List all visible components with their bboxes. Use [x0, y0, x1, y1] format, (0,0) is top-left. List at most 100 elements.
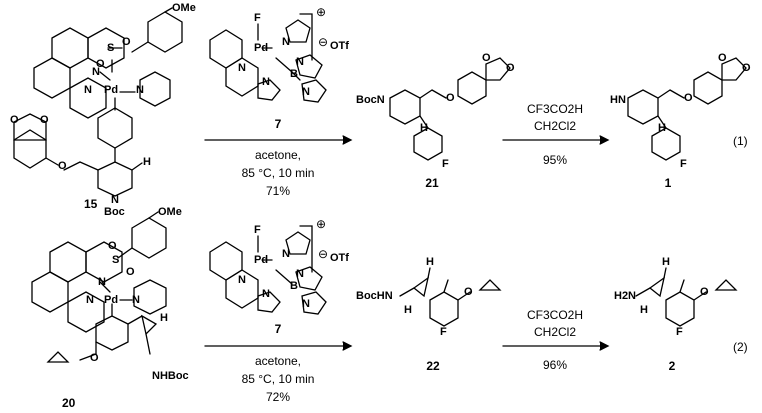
yield-1-step2: 95% [542, 153, 568, 167]
atom-B-7-bottom: B [290, 280, 298, 292]
label-compound-15: 15 [84, 197, 98, 211]
atom-O-20b: O [126, 266, 135, 278]
atom-NHBoc-20: NHBoc [152, 370, 189, 382]
atom-O-21-dioxole-a: O [482, 52, 491, 64]
atom-O-15-ether: O [58, 160, 67, 172]
label-reagent-7-top: 7 [274, 117, 282, 131]
compound-2-structure [635, 267, 738, 327]
arrow-step1-reaction1 [204, 135, 353, 145]
atom-OTf-top: OTf [330, 40, 349, 52]
conditions-1-line2: 85 °C, 10 min [241, 166, 315, 180]
atom-N-20-pyridine: N [132, 294, 140, 306]
atom-N-7-bottom-pz1: N [282, 248, 290, 260]
atom-N-15-pyridine: N [136, 84, 144, 96]
atom-BocN-21: BocN [356, 94, 385, 106]
atom-B-7-top: B [290, 68, 298, 80]
atom-OTf-bottom: OTf [330, 252, 349, 264]
atom-O-20-ether: O [90, 352, 99, 364]
charge-minus-top: ⊖ [318, 35, 329, 49]
atom-N-20-sulfonamide: N [98, 276, 106, 288]
atom-S-20: S [112, 254, 120, 266]
atom-O-15-dioxole-a: O [10, 114, 19, 126]
atom-OMe-15: OMe [172, 2, 196, 14]
reagent-7-structure-top [209, 13, 327, 103]
atom-F-22: F [440, 326, 447, 338]
atom-O-1-dioxole-a: O [718, 52, 727, 64]
atom-O-20a: O [108, 240, 117, 252]
label-compound-2: 2 [668, 359, 676, 373]
atom-N-7-top-pz3: N [262, 76, 270, 88]
atom-H-15: H [143, 156, 151, 168]
compound-20-structure [31, 211, 167, 363]
atom-N-7-bottom-pz2: N [296, 268, 304, 280]
atom-O-15b: O [96, 58, 105, 70]
atom-H-2a: H [662, 256, 670, 268]
atom-N-15-sulfonamide: N [92, 66, 100, 78]
conditions-2-line2: 85 °C, 10 min [241, 372, 315, 386]
atom-N-7-bottom-bq: N [238, 274, 246, 286]
atom-OMe-20: OMe [158, 206, 182, 218]
label-compound-21: 21 [425, 176, 439, 190]
atom-H-20: H [160, 312, 168, 324]
conditions-2-line1: acetone, [254, 354, 302, 368]
conditions-1-line1: acetone, [254, 148, 302, 162]
atom-H-1: H [658, 122, 666, 134]
yield-1-step1: 71% [265, 184, 291, 198]
charge-plus-bottom: ⊕ [316, 217, 327, 231]
label-compound-1: 1 [664, 176, 672, 190]
atom-Pd-7-bottom: Pd [254, 254, 269, 266]
atom-H2N-2: H2N [614, 290, 637, 302]
atom-O-21: O [446, 92, 455, 104]
atom-Pd-20: Pd [104, 294, 119, 306]
charge-plus-top: ⊕ [316, 5, 327, 19]
atom-O-21-dioxole-b: O [506, 62, 515, 74]
arrow-step2-reaction2 [502, 341, 610, 351]
compound-15-structure [13, 7, 183, 197]
atom-N-15-quinoline: N [84, 84, 92, 96]
atom-S-15: S [107, 42, 115, 54]
deprotection-1-line1: CF3CO2H [526, 102, 584, 116]
atom-N-15-piperidine: N [111, 194, 119, 206]
atom-H-22b: H [404, 304, 412, 316]
equation-number-2: (2) [733, 340, 748, 354]
atom-Pd-15: Pd [104, 84, 119, 96]
deprotection-1-line2: CH2Cl2 [533, 119, 577, 133]
atom-HN-1: HN [610, 94, 626, 106]
atom-N-7-top-pz2: N [296, 56, 304, 68]
compound-21-structure [389, 57, 511, 161]
arrow-step1-reaction2 [204, 341, 353, 351]
label-reagent-7-bottom: 7 [274, 322, 282, 336]
atom-BocHN-22: BocHN [356, 290, 393, 302]
atom-O-22: O [464, 286, 473, 298]
label-compound-22: 22 [426, 359, 440, 373]
atom-F-1: F [680, 158, 687, 170]
equation-number-1: (1) [733, 134, 748, 148]
atom-N-7-top-pz4: N [302, 86, 310, 98]
atom-N-7-bottom-pz4: N [302, 298, 310, 310]
atom-H-22a: H [426, 256, 434, 268]
deprotection-2-line2: CH2Cl2 [533, 325, 577, 339]
compound-22-structure [399, 267, 502, 327]
atom-O-15a: O [122, 36, 131, 48]
atom-N-7-top-bq: N [238, 62, 246, 74]
label-compound-20: 20 [62, 396, 76, 410]
atom-F-7-bottom: F [254, 224, 261, 236]
atom-F-21: F [442, 158, 449, 170]
atom-H-2b: H [640, 304, 648, 316]
atom-N-20-quinoline: N [86, 294, 94, 306]
reagent-7-structure-bottom [209, 225, 327, 315]
atom-O-15-dioxole-b: O [40, 114, 49, 126]
deprotection-2-line1: CF3CO2H [526, 308, 584, 322]
yield-2-step1: 72% [265, 390, 291, 404]
atom-Pd-7-top: Pd [254, 42, 269, 54]
atom-N-7-bottom-pz3: N [262, 288, 270, 300]
atom-O-1-dioxole-b: O [742, 62, 751, 74]
yield-2-step2: 96% [542, 358, 568, 372]
charge-minus-bottom: ⊖ [318, 247, 329, 261]
atom-H-21: H [420, 122, 428, 134]
atom-F-2: F [676, 326, 683, 338]
atom-O-1: O [684, 92, 693, 104]
atom-Boc-15: Boc [104, 206, 125, 218]
atom-F-7-top: F [254, 12, 261, 24]
